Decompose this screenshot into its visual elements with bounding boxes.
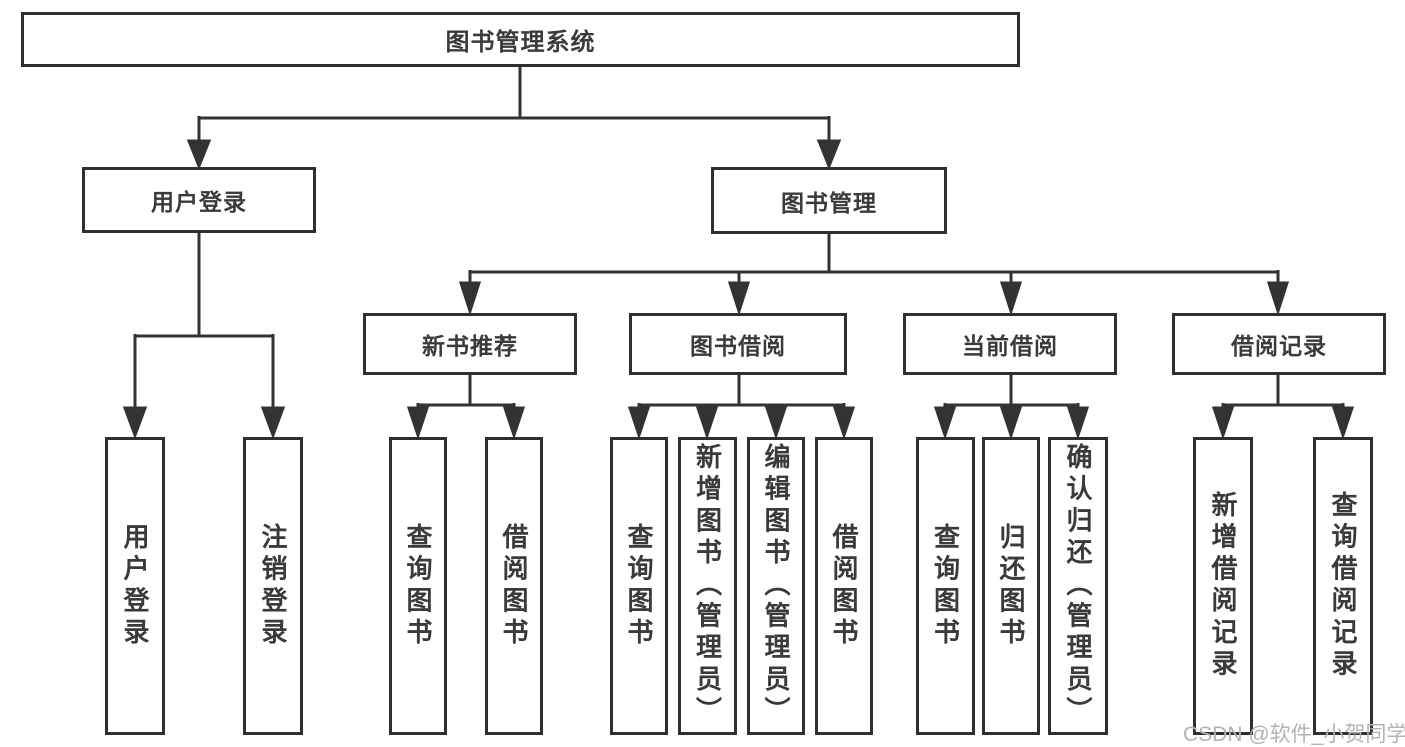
node-label: 新书推荐 — [422, 333, 518, 359]
node-label: 用户登录 — [151, 189, 247, 215]
connector-userlogin-to-leaves — [122, 232, 286, 440]
leaf-label: 编辑图书（管理员） — [761, 443, 791, 729]
node-label: 图书管理系统 — [445, 29, 596, 56]
node-book-management: 图书管理 — [711, 167, 947, 234]
leaf-user-login: 用户登录 — [105, 437, 165, 735]
node-new-book-recommend: 新书推荐 — [363, 313, 577, 375]
leaf-label: 注销登录 — [258, 522, 288, 650]
leaf-query-books-2: 查询图书 — [610, 437, 668, 735]
connector-borrow-to-leaves — [627, 374, 856, 440]
leaf-label: 借阅图书 — [499, 522, 529, 650]
node-book-borrowing: 图书借阅 — [629, 313, 847, 375]
leaf-label: 借阅图书 — [829, 522, 859, 650]
leaf-label: 用户登录 — [120, 522, 150, 650]
node-label: 当前借阅 — [962, 333, 1058, 359]
connector-bookmgmt-to-level3 — [458, 233, 1290, 316]
leaf-edit-books-admin: 编辑图书（管理员） — [747, 437, 805, 735]
connector-current-to-leaves — [933, 374, 1090, 440]
leaf-label: 新增借阅记录 — [1208, 490, 1238, 682]
node-label: 图书借阅 — [690, 333, 786, 359]
leaf-return-books: 归还图书 — [982, 437, 1040, 735]
leaf-query-books-3: 查询图书 — [916, 437, 975, 735]
leaf-borrow-books-1: 借阅图书 — [485, 437, 543, 735]
node-borrowing-records: 借阅记录 — [1172, 313, 1386, 375]
leaf-label: 查询图书 — [930, 522, 961, 650]
leaf-label: 查询借阅记录 — [1328, 490, 1358, 682]
node-label: 借阅记录 — [1231, 333, 1327, 359]
leaf-confirm-return-admin: 确认归还（管理员） — [1048, 437, 1108, 735]
leaf-label: 查询图书 — [403, 522, 433, 650]
leaf-label: 查询图书 — [624, 522, 654, 650]
connector-records-to-leaves — [1211, 374, 1355, 440]
leaf-label: 归还图书 — [996, 522, 1026, 650]
node-label: 图书管理 — [781, 189, 877, 216]
leaf-label: 确认归还（管理员） — [1063, 443, 1093, 729]
leaf-borrow-books-2: 借阅图书 — [815, 437, 873, 735]
csdn-watermark: CSDN @软件_小贺同学 — [1183, 723, 1405, 746]
leaf-add-borrow-record: 新增借阅记录 — [1193, 437, 1253, 735]
connector-newbook-to-leaves — [406, 374, 526, 440]
node-current-borrowing: 当前借阅 — [903, 313, 1117, 375]
node-library-management-system: 图书管理系统 — [21, 12, 1020, 67]
leaf-query-borrow-record: 查询借阅记录 — [1313, 437, 1373, 735]
leaf-label: 新增图书（管理员） — [692, 443, 723, 729]
connector-root-to-level2 — [186, 66, 842, 171]
leaf-logout: 注销登录 — [243, 437, 303, 735]
leaf-query-books-1: 查询图书 — [389, 437, 447, 735]
node-user-login-group: 用户登录 — [82, 167, 316, 233]
leaf-add-books-admin: 新增图书（管理员） — [678, 437, 737, 735]
